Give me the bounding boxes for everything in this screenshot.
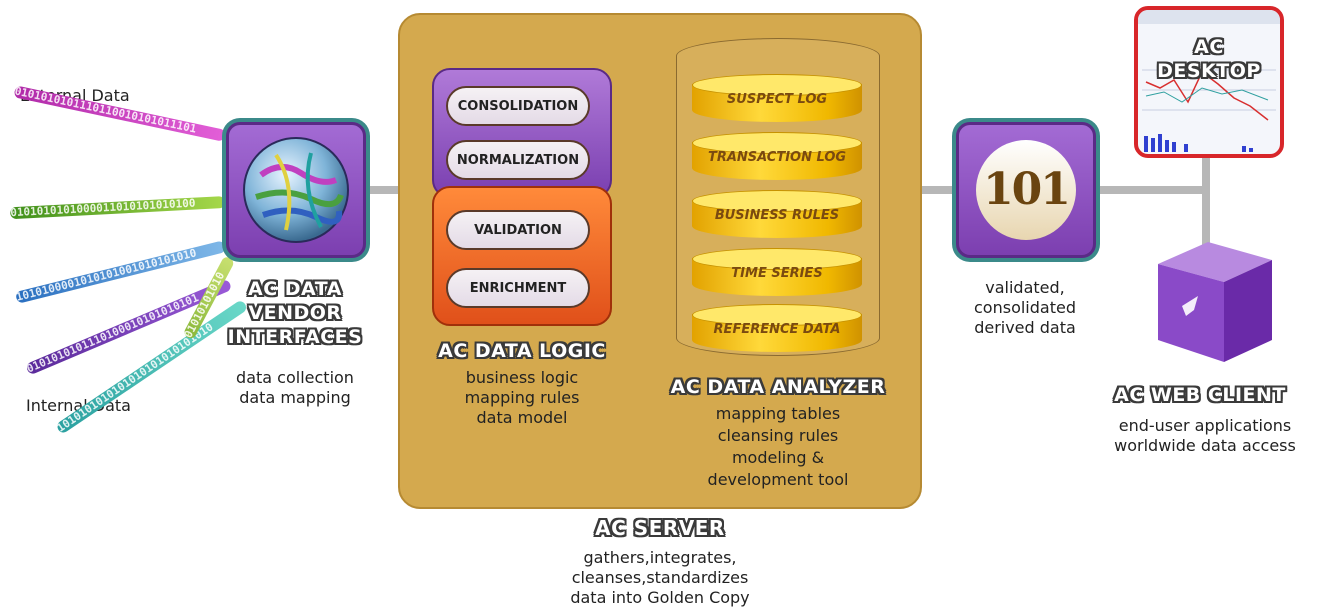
vendor-title-line3: INTERFACES [227, 326, 363, 348]
vendor-desc-line1: data collection [236, 368, 354, 387]
data-logic-title: AC DATA LOGIC [438, 340, 606, 362]
data-logic-desc-3: data model [476, 408, 568, 427]
output-box-inner: 101 [956, 122, 1096, 258]
vendor-title-line2: VENDOR [248, 302, 342, 324]
ac-server-title: AC SERVER [595, 516, 725, 540]
disk-time-series: TIME SERIES [692, 248, 862, 302]
cube-icon [1158, 242, 1272, 362]
stream-green: 0101010101000011010101010100 [9, 196, 226, 220]
vendor-title-line1: AC DATA [248, 278, 342, 300]
disk-business-rules: BUSINESS RULES [692, 190, 862, 244]
data-logic-desc-2: mapping rules [464, 388, 580, 407]
connector-vendor-server [368, 186, 400, 194]
connector-output-desktop [1098, 186, 1206, 194]
vendor-interface-box [222, 118, 370, 262]
globe-icon [243, 137, 349, 243]
data-analyzer-desc-3: modeling & [731, 448, 825, 467]
web-client-desc-1: end-user applications [1118, 416, 1292, 435]
output-box: 101 [952, 118, 1100, 262]
ac-server-desc-3: data into Golden Copy [570, 588, 750, 607]
connector-server-output [918, 186, 954, 194]
disk-transaction-log: TRANSACTION LOG [692, 132, 862, 186]
connector-desktop-vertical [1202, 150, 1210, 260]
monitor-icon: AC DESKTOP [1134, 6, 1284, 158]
pill-normalization: NORMALIZATION [446, 140, 590, 180]
web-client-desc-2: worldwide data access [1114, 436, 1296, 455]
output-desc-2: consolidated [974, 298, 1076, 317]
data-logic-stack: CONSOLIDATION NORMALIZATION VALIDATION E… [432, 68, 612, 332]
data-analyzer-desc-4: development tool [707, 470, 849, 489]
disk-reference-data: REFERENCE DATA [692, 304, 862, 358]
data-logic-desc-1: business logic [465, 368, 579, 387]
output-badge: 101 [976, 140, 1076, 240]
database-cylinder-icon: SUSPECT LOG TRANSACTION LOG BUSINESS RUL… [676, 38, 880, 356]
desktop-chart-graphic [1138, 10, 1280, 152]
data-analyzer-desc-1: mapping tables [715, 404, 841, 423]
data-analyzer-desc-2: cleansing rules [717, 426, 839, 445]
data-analyzer-title: AC DATA ANALYZER [670, 376, 886, 398]
pill-validation: VALIDATION [446, 210, 590, 250]
vendor-interface-inner [226, 122, 366, 258]
desktop-title-line2: DESKTOP [1157, 60, 1261, 82]
desktop-title-line1: AC [1194, 36, 1224, 58]
ac-server-desc-2: cleanses,standardizes [571, 568, 749, 587]
disk-suspect-log: SUSPECT LOG [692, 74, 862, 128]
output-desc-3: derived data [974, 318, 1076, 337]
ac-server-desc-1: gathers,integrates, [583, 548, 737, 567]
pill-enrichment: ENRICHMENT [446, 268, 590, 308]
pill-consolidation: CONSOLIDATION [446, 86, 590, 126]
output-desc-1: validated, [985, 278, 1065, 297]
vendor-desc-line2: data mapping [239, 388, 351, 407]
web-client-title: AC WEB CLIENT [1114, 384, 1286, 406]
